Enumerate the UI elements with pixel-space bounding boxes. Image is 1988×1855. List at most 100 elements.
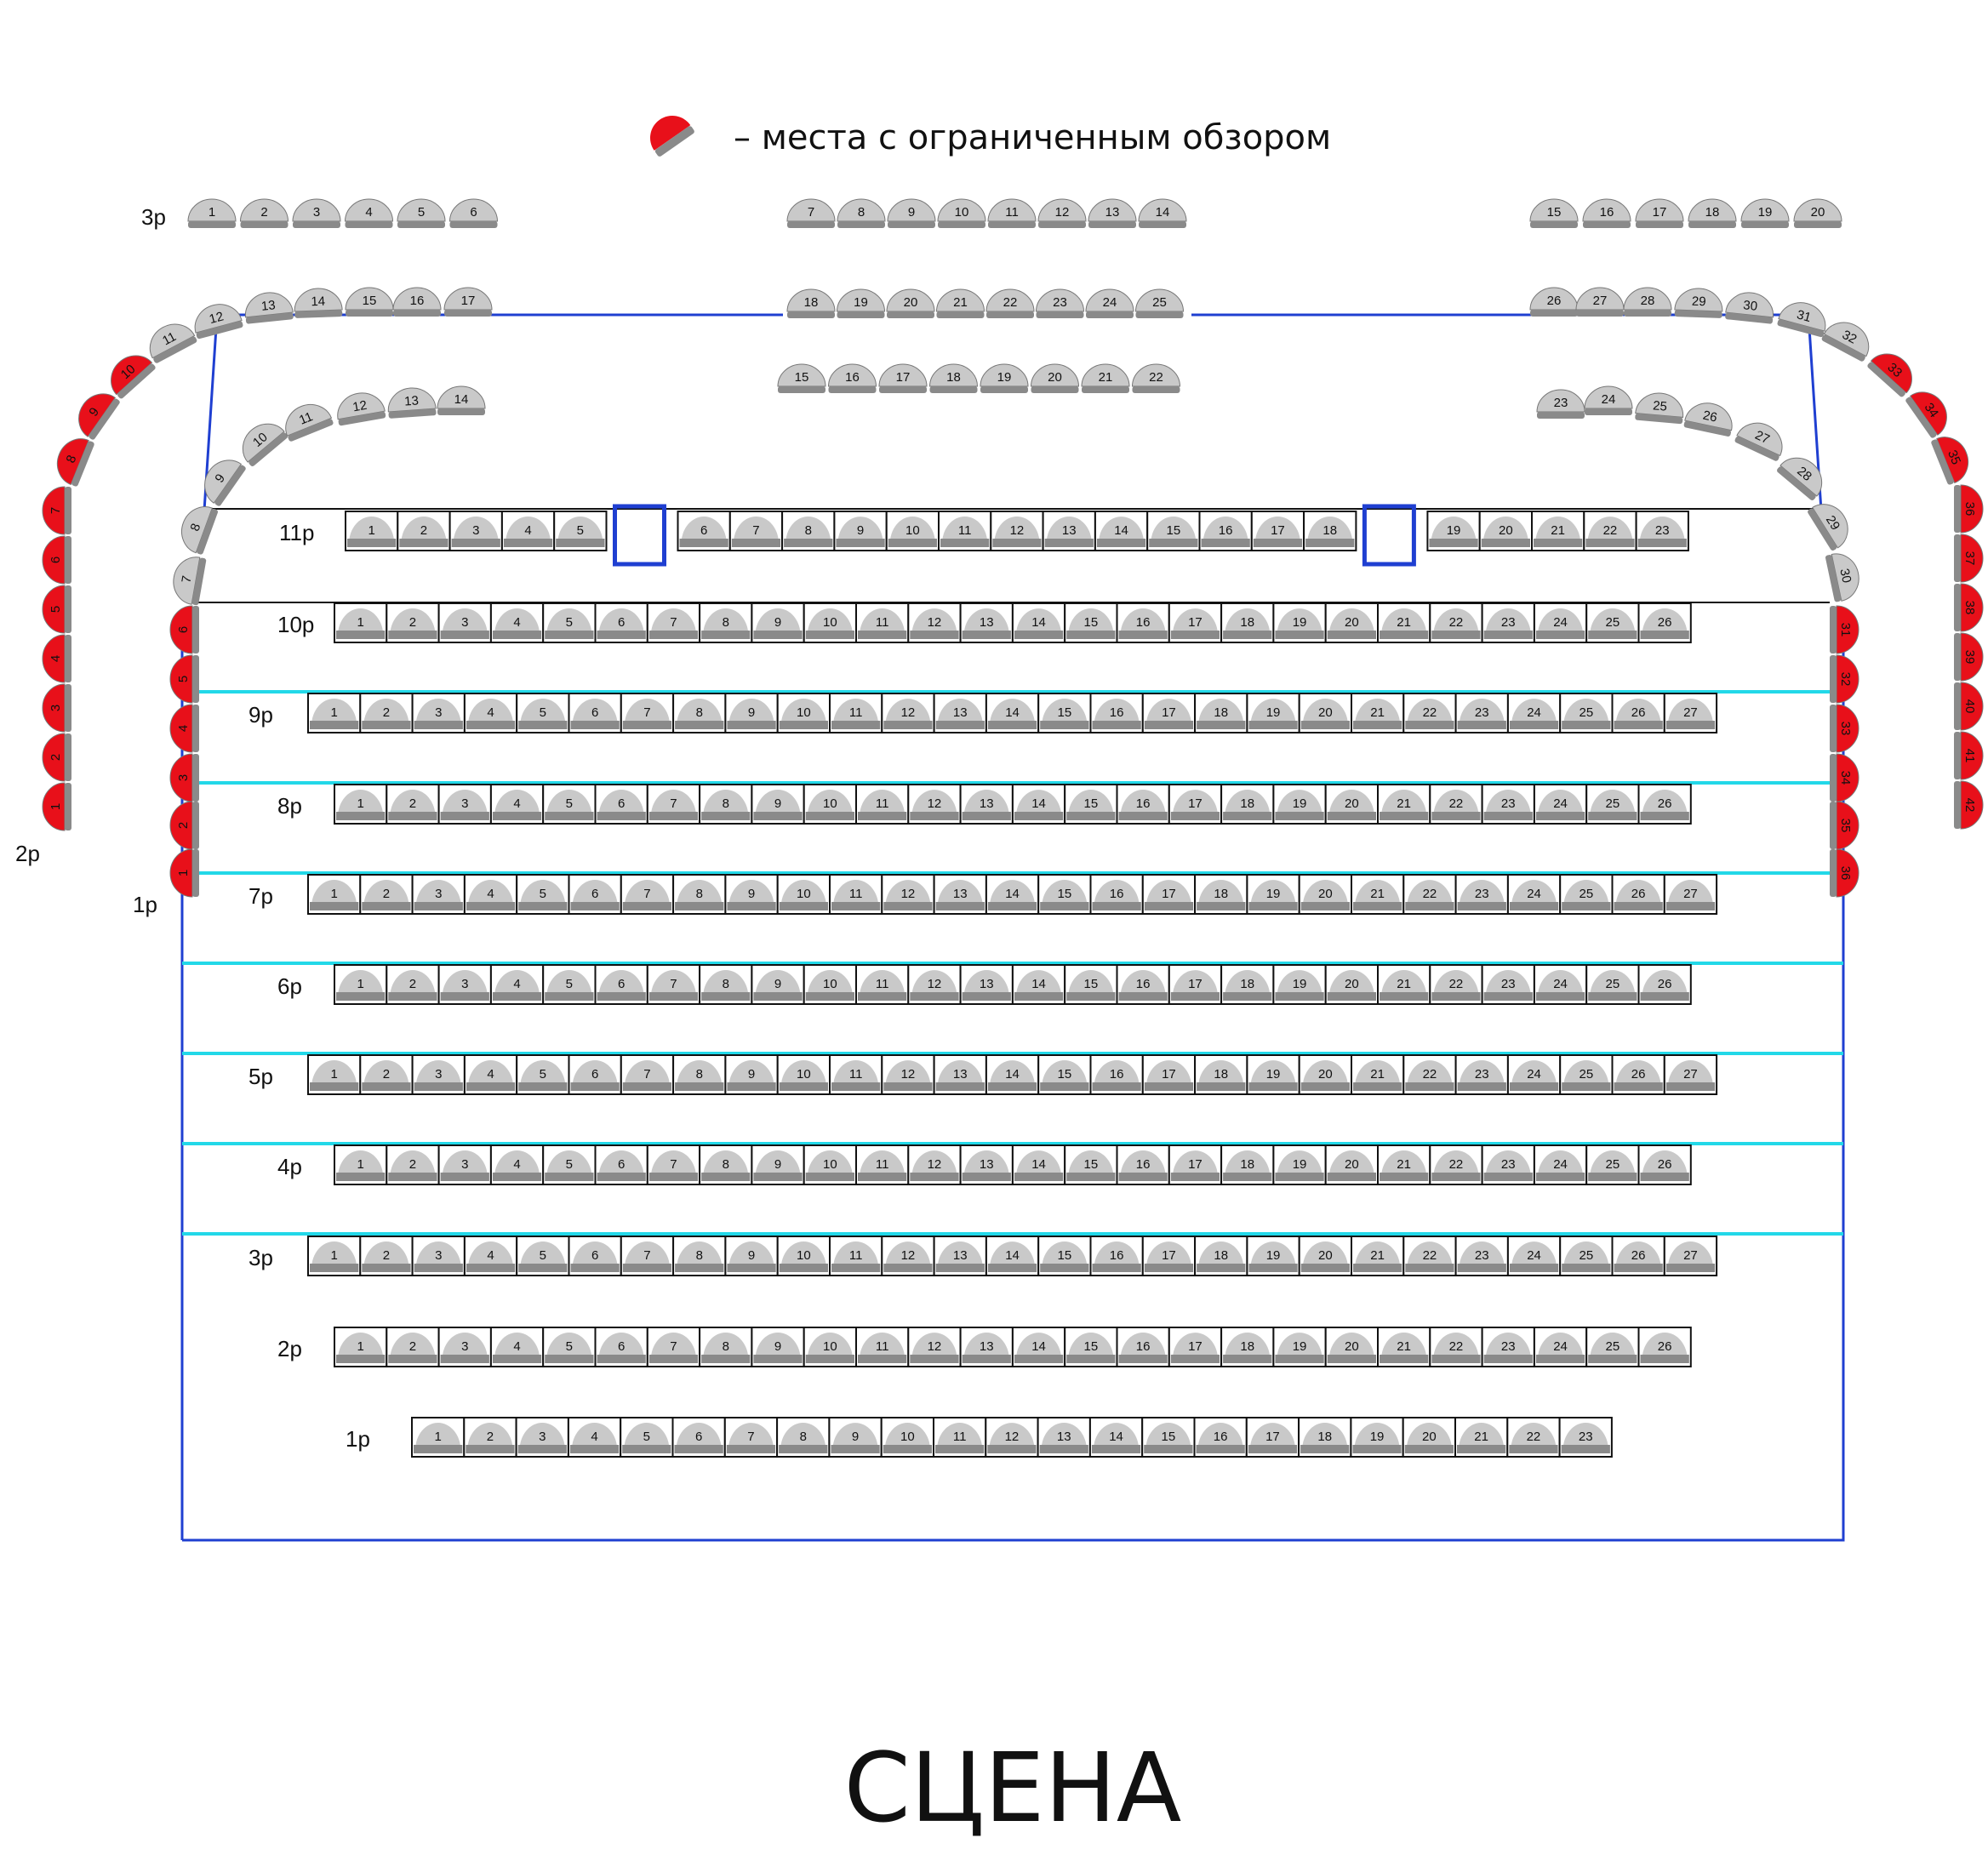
balcony-seat[interactable]: 12 — [1037, 198, 1087, 228]
parterre-seat[interactable]: 14 — [985, 874, 1040, 915]
parterre-seat[interactable]: 21 — [1351, 1054, 1405, 1095]
balcony-seat[interactable]: 19 — [1740, 198, 1790, 228]
parterre-seat[interactable]: 24 — [1533, 964, 1588, 1005]
parterre-seat[interactable]: 22 — [1429, 602, 1483, 643]
parterre-seat[interactable]: 19 — [1246, 874, 1300, 915]
parterre-seat[interactable]: 24 — [1506, 874, 1562, 915]
parterre-seat[interactable]: 15 — [1064, 602, 1118, 643]
parterre-seat[interactable]: 5 — [542, 1327, 597, 1367]
balcony-seat[interactable]: 21 — [1081, 363, 1130, 393]
parterre-seat[interactable]: 1 — [334, 602, 388, 643]
parterre-seat[interactable]: 2 — [386, 1144, 440, 1185]
balcony-seat[interactable]: 1 — [169, 848, 199, 898]
parterre-seat[interactable]: 7 — [723, 1417, 779, 1458]
parterre-seat[interactable]: 4 — [489, 1144, 545, 1185]
balcony-seat[interactable]: 16 — [1582, 198, 1631, 228]
parterre-seat[interactable]: 12 — [907, 784, 962, 825]
parterre-seat[interactable]: 7 — [620, 693, 675, 733]
parterre-seat[interactable]: 7 — [646, 1327, 701, 1367]
parterre-seat[interactable]: 27 — [1663, 874, 1718, 915]
parterre-seat[interactable]: 3 — [515, 1417, 569, 1458]
balcony-seat[interactable]: 23 — [1035, 288, 1085, 318]
parterre-seat[interactable]: 11 — [933, 1417, 987, 1458]
balcony-seat[interactable]: 15 — [1529, 198, 1579, 228]
parterre-seat[interactable]: 16 — [1116, 784, 1170, 825]
parterre-seat[interactable]: 18 — [1298, 1417, 1352, 1458]
parterre-seat[interactable]: 6 — [677, 511, 731, 551]
parterre-seat[interactable]: 5 — [542, 784, 597, 825]
balcony-seat[interactable]: 30 — [1825, 550, 1863, 602]
balcony-seat[interactable]: 24 — [1085, 288, 1134, 318]
balcony-seat[interactable]: 10 — [937, 198, 986, 228]
parterre-seat[interactable]: 4 — [463, 693, 518, 733]
parterre-seat[interactable]: 16 — [1116, 602, 1170, 643]
parterre-seat[interactable]: 2 — [359, 693, 414, 733]
parterre-seat[interactable]: 4 — [463, 1236, 518, 1276]
parterre-seat[interactable]: 24 — [1533, 784, 1588, 825]
parterre-seat[interactable]: 17 — [1141, 1236, 1197, 1276]
parterre-seat[interactable]: 6 — [594, 602, 648, 643]
balcony-seat[interactable]: 28 — [1623, 287, 1672, 317]
parterre-seat[interactable]: 25 — [1559, 1236, 1614, 1276]
parterre-seat[interactable]: 24 — [1533, 1327, 1588, 1367]
balcony-seat[interactable]: 9 — [196, 451, 247, 506]
parterre-seat[interactable]: 5 — [542, 964, 597, 1005]
parterre-seat[interactable]: 18 — [1220, 784, 1275, 825]
parterre-seat[interactable]: 22 — [1506, 1417, 1561, 1458]
parterre-seat[interactable]: 20 — [1402, 1417, 1456, 1458]
balcony-seat[interactable]: 13 — [1088, 198, 1137, 228]
parterre-seat[interactable]: 19 — [1272, 784, 1327, 825]
balcony-seat[interactable]: 7 — [786, 198, 836, 228]
parterre-seat[interactable]: 14 — [985, 1236, 1040, 1276]
balcony-seat[interactable]: 10 — [233, 414, 288, 467]
parterre-seat[interactable]: 12 — [907, 1327, 962, 1367]
parterre-seat[interactable]: 24 — [1506, 1054, 1562, 1095]
parterre-seat[interactable]: 16 — [1089, 1236, 1144, 1276]
parterre-seat[interactable]: 11 — [829, 1054, 883, 1095]
balcony-seat[interactable]: 6 — [42, 535, 71, 585]
parterre-seat[interactable]: 13 — [959, 784, 1014, 825]
parterre-seat[interactable]: 27 — [1663, 693, 1718, 733]
parterre-seat[interactable]: 23 — [1454, 1054, 1509, 1095]
parterre-seat[interactable]: 19 — [1272, 964, 1327, 1005]
parterre-seat[interactable]: 21 — [1454, 1417, 1509, 1458]
parterre-seat[interactable]: 26 — [1611, 1236, 1665, 1276]
parterre-seat[interactable]: 2 — [386, 602, 440, 643]
parterre-seat[interactable]: 12 — [907, 1144, 962, 1185]
parterre-seat[interactable]: 23 — [1635, 511, 1689, 551]
parterre-seat[interactable]: 20 — [1298, 1236, 1352, 1276]
balcony-seat[interactable]: 26 — [1683, 399, 1736, 437]
parterre-seat[interactable]: 25 — [1585, 602, 1640, 643]
balcony-seat[interactable]: 33 — [1866, 345, 1921, 398]
balcony-seat[interactable]: 36 — [1830, 848, 1859, 898]
balcony-seat[interactable]: 3 — [292, 198, 341, 228]
parterre-seat[interactable]: 25 — [1559, 874, 1614, 915]
parterre-seat[interactable]: 23 — [1481, 964, 1535, 1005]
parterre-seat[interactable]: 22 — [1429, 1327, 1483, 1367]
parterre-seat[interactable]: 26 — [1611, 693, 1665, 733]
parterre-seat[interactable]: 3 — [437, 964, 492, 1005]
parterre-seat[interactable]: 20 — [1298, 874, 1352, 915]
parterre-seat[interactable]: 4 — [489, 1327, 545, 1367]
balcony-seat[interactable]: 31 — [1830, 605, 1859, 654]
parterre-seat[interactable]: 15 — [1037, 874, 1092, 915]
parterre-seat[interactable]: 14 — [1011, 602, 1066, 643]
parterre-seat[interactable]: 26 — [1611, 874, 1665, 915]
parterre-seat[interactable]: 22 — [1402, 1054, 1457, 1095]
parterre-seat[interactable]: 15 — [1141, 1417, 1196, 1458]
parterre-seat[interactable]: 7 — [620, 1236, 675, 1276]
parterre-seat[interactable]: 18 — [1194, 1054, 1248, 1095]
parterre-seat[interactable]: 1 — [345, 511, 399, 551]
parterre-seat[interactable]: 8 — [776, 1417, 831, 1458]
balcony-seat[interactable]: 13 — [243, 290, 294, 324]
parterre-seat[interactable]: 7 — [620, 1054, 675, 1095]
balcony-seat[interactable]: 4 — [169, 704, 199, 753]
balcony-seat[interactable]: 37 — [1954, 534, 1984, 583]
parterre-seat[interactable]: 17 — [1168, 1327, 1223, 1367]
parterre-seat[interactable]: 8 — [699, 784, 753, 825]
parterre-seat[interactable]: 16 — [1089, 874, 1144, 915]
parterre-seat[interactable]: 19 — [1426, 511, 1481, 551]
parterre-seat[interactable]: 17 — [1168, 784, 1223, 825]
balcony-seat[interactable]: 13 — [387, 386, 437, 419]
parterre-seat[interactable]: 1 — [334, 784, 388, 825]
